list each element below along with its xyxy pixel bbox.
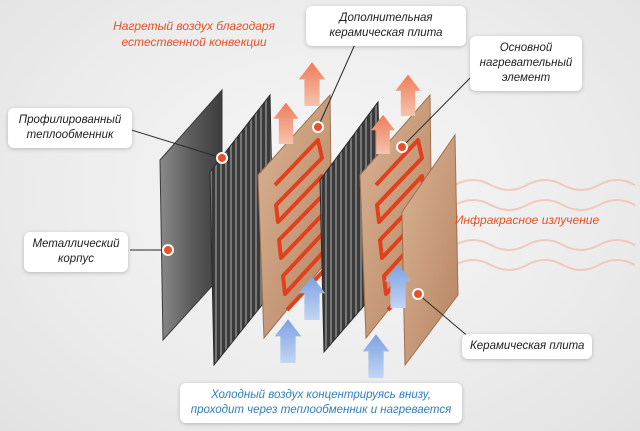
heating-coil-1 (273, 138, 330, 312)
cold-air-line-1: Холодный воздух концентрируясь внизу, (211, 389, 431, 401)
metal-case-callout: Металлический корпус (24, 232, 128, 272)
outer-ceramic-plate (401, 133, 459, 367)
heated-air-line-2: естественной конвекции (121, 35, 267, 49)
infrared-wave-icon (454, 179, 636, 271)
main-element-line-2: нагревательный (479, 57, 573, 69)
main-element-callout: Основной нагревательный элемент (470, 36, 582, 91)
cold-air-callout: Холодный воздух концентрируясь внизу, пр… (180, 383, 462, 423)
heated-air-line-1: Нагретый воздух благодаря (113, 19, 275, 33)
cold-air-line-2: проходит через теплообменник и нагревает… (190, 404, 452, 416)
heat-exchanger-line-2: теплообменник (26, 129, 114, 141)
heat-exchanger-line-1: Профилированный (18, 114, 122, 126)
metal-case-line-2: корпус (57, 253, 95, 265)
main-element-line-3: элемент (501, 72, 551, 84)
marker-dot-icon (162, 121, 424, 300)
extra-plate-line-2: керамическая плита (329, 27, 443, 39)
extra-plate-line-1: Дополнительная (339, 12, 433, 24)
metal-case-line-1: Металлический (32, 238, 120, 250)
ceramic-plate-line: Керамическая плита (470, 340, 585, 352)
heat-exchanger-callout: Профилированный теплообменник (8, 108, 132, 148)
main-element-line-1: Основной (499, 42, 553, 54)
infrared-label: Инфракрасное излучение (454, 213, 600, 227)
heated-air-label: Нагретый воздух благодаря естественной к… (104, 18, 284, 50)
extra-plate-callout: Дополнительная керамическая плита (306, 6, 466, 46)
ceramic-plate-callout: Керамическая плита (462, 334, 592, 359)
leader-lines (124, 41, 479, 339)
